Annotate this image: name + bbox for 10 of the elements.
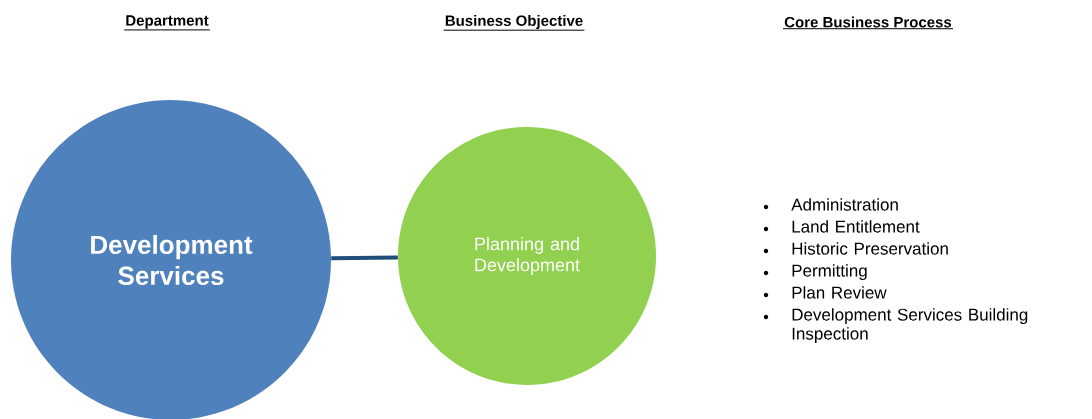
bullet-item: Administration <box>763 198 898 211</box>
bullet-item: Historic Preservation <box>763 242 948 255</box>
column-heading: Department <box>123 15 211 31</box>
bullet-item: Plan Review <box>763 286 887 299</box>
column-heading: Core Business Process <box>782 16 954 30</box>
bullet-item: Land Entitlement <box>763 220 920 233</box>
column-heading: Business Objective <box>443 15 585 31</box>
bullet-item: Development Services Building Inspection <box>763 308 1028 344</box>
bullet-item: Permitting <box>763 264 867 281</box>
connector-line <box>331 255 398 261</box>
